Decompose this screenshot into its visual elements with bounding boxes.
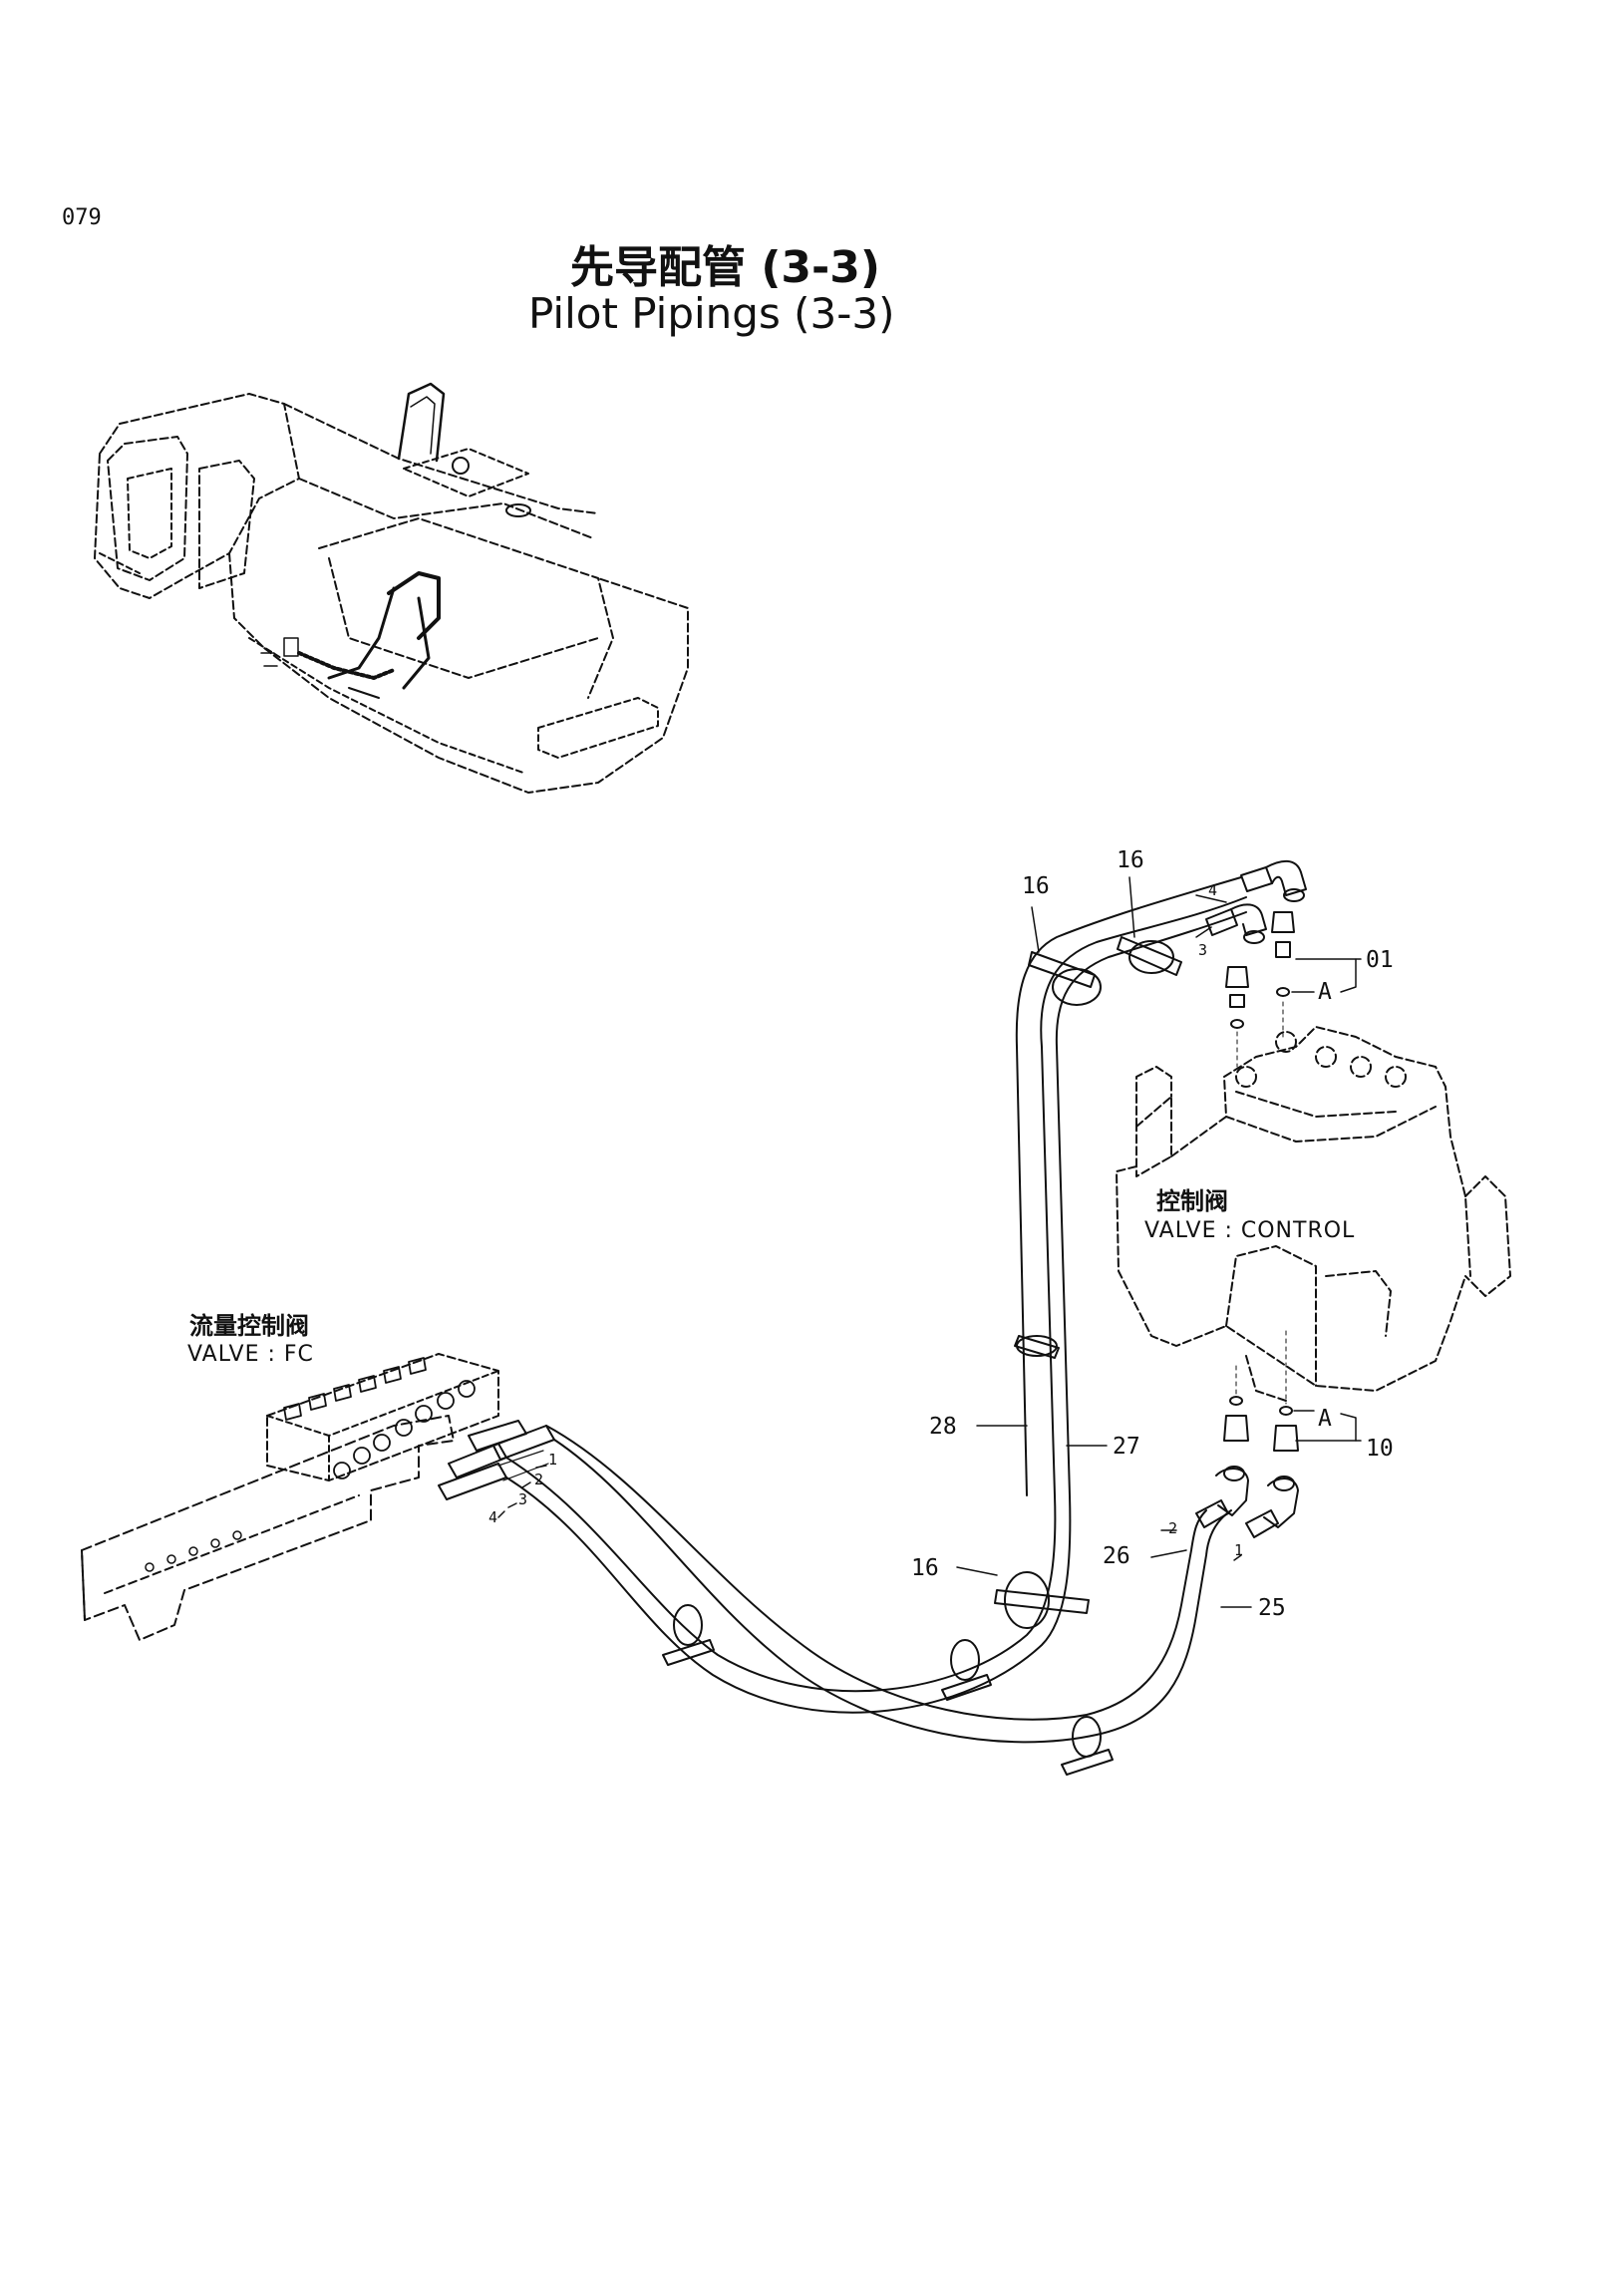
fc-valve-label-cn: 流量控制阀: [189, 1312, 309, 1340]
hose-marker-fc-2: 2: [534, 1471, 544, 1488]
fc-valve-label-en: VALVE : FC: [187, 1342, 314, 1367]
pilot-hoses: [505, 876, 1247, 1744]
control-valve-assembly: [1116, 1026, 1511, 1402]
leader-lines: [497, 876, 1362, 1608]
callout-25: 25: [1258, 1595, 1286, 1621]
lower-fittings: [1195, 1330, 1357, 1538]
hose-marker-cv-1: 1: [1234, 1541, 1244, 1559]
title-english: Pilot Pipings (3-3): [528, 289, 895, 338]
callout-a-top: A: [1318, 979, 1332, 1005]
hose-marker-top-3: 3: [1198, 941, 1208, 959]
control-valve-label-cn: 控制阀: [1156, 1187, 1228, 1215]
page-number: 079: [62, 205, 102, 230]
top-elbow-fittings: [1205, 859, 1357, 1068]
callout-27: 27: [1113, 1434, 1140, 1460]
control-valve-label-en: VALVE : CONTROL: [1144, 1218, 1356, 1243]
callout-16-bottom: 16: [911, 1555, 939, 1581]
hose-marker-fc-4: 4: [488, 1508, 498, 1526]
callout-28: 28: [929, 1414, 957, 1440]
title-chinese: 先导配管 (3-3): [570, 242, 881, 293]
callout-16-top-left: 16: [1022, 873, 1050, 899]
hose-marker-top-4: 4: [1208, 881, 1218, 899]
callout-10: 10: [1366, 1436, 1394, 1462]
callout-a-bottom: A: [1318, 1406, 1332, 1432]
callout-26: 26: [1103, 1543, 1130, 1569]
fc-valve-assembly: [81, 1353, 555, 1641]
callout-01: 01: [1366, 947, 1394, 973]
hose-marker-fc-1: 1: [548, 1451, 558, 1469]
excavator-overview-illustration: [94, 382, 689, 794]
hose-marker-cv-2: 2: [1168, 1519, 1178, 1537]
hose-marker-fc-3: 3: [518, 1490, 528, 1508]
hose-clamps: [662, 936, 1182, 1776]
callout-16-top-right: 16: [1117, 847, 1144, 873]
